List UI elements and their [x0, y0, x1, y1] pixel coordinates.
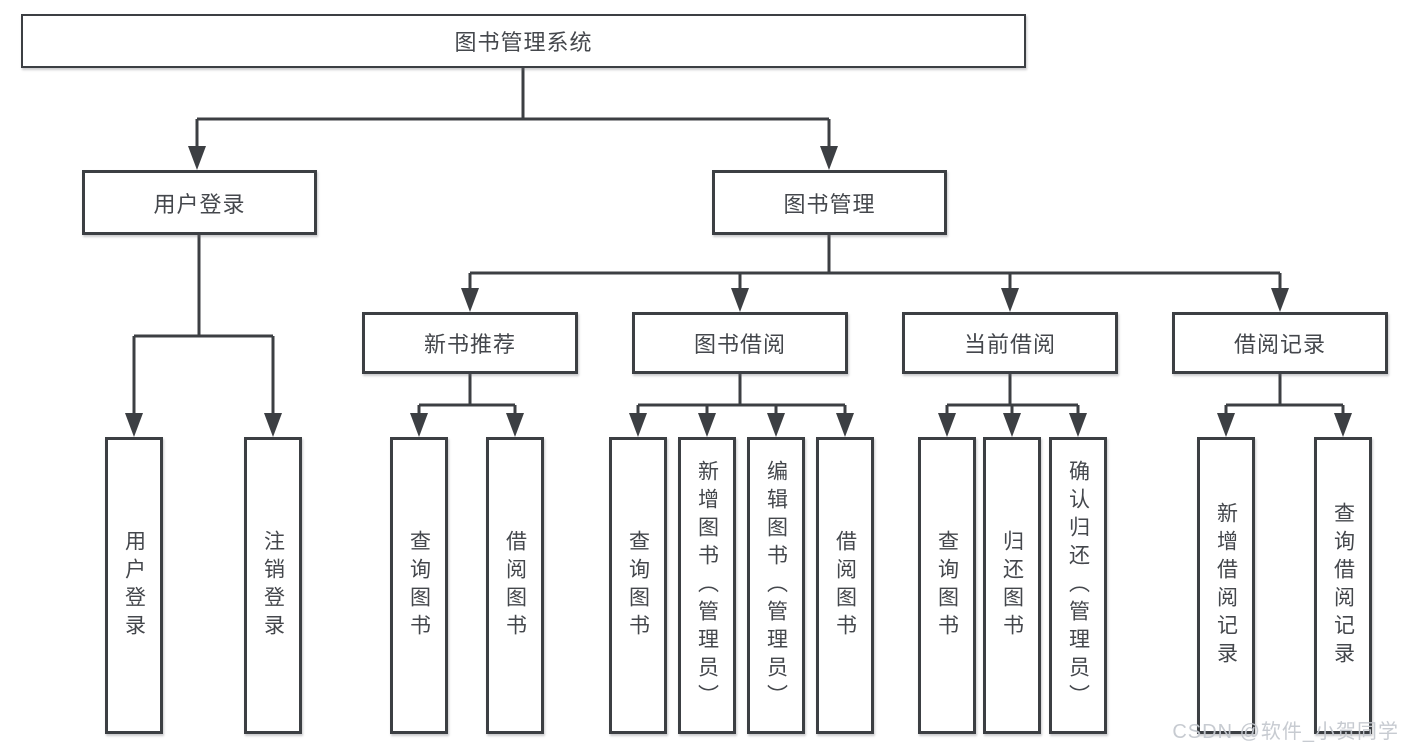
leaf-label: 确认归还（管理员）	[1066, 459, 1090, 712]
arrow-icon	[506, 413, 524, 437]
node-current-borrow: 当前借阅	[902, 312, 1118, 374]
leaf-query-books-3: 查询图书	[918, 437, 976, 734]
leaf-query-books-2: 查询图书	[609, 437, 667, 734]
arrow-icon	[1069, 413, 1087, 437]
arrow-icon	[836, 413, 854, 437]
node-root-system: 图书管理系统	[21, 14, 1026, 68]
leaf-user-login: 用户登录	[105, 437, 163, 734]
leaf-add-borrow-record: 新增借阅记录	[1197, 437, 1255, 734]
leaf-logout: 注销登录	[244, 437, 302, 734]
csdn-watermark: CSDN @软件_小贺同学	[1172, 721, 1399, 743]
arrow-icon	[1001, 288, 1019, 312]
node-user-login: 用户登录	[82, 170, 317, 235]
connector-root-to-level2	[195, 67, 831, 148]
arrow-icon	[1334, 413, 1352, 437]
leaf-label: 借阅图书	[833, 529, 857, 642]
leaf-borrow-books-1: 借阅图书	[486, 437, 544, 734]
leaf-add-books-admin: 新增图书（管理员）	[678, 437, 736, 734]
connector-current-borrow-subtree	[945, 374, 1080, 415]
arrow-icon	[767, 413, 785, 437]
arrow-icon	[264, 413, 282, 437]
arrow-icon	[820, 146, 838, 170]
leaf-return-books: 归还图书	[983, 437, 1041, 734]
node-new-book-recommend: 新书推荐	[362, 312, 578, 374]
leaf-label: 查询图书	[626, 529, 650, 642]
leaf-label: 注销登录	[261, 529, 285, 642]
arrow-icon	[938, 413, 956, 437]
connector-borrow-records-subtree	[1224, 374, 1345, 415]
connector-book-mgmt-to-level3	[468, 235, 1282, 290]
arrow-icon	[731, 288, 749, 312]
arrow-icon	[1271, 288, 1289, 312]
leaf-label: 用户登录	[122, 529, 146, 642]
leaf-label: 查询图书	[935, 529, 959, 642]
arrow-icon	[629, 413, 647, 437]
leaf-query-books-1: 查询图书	[390, 437, 448, 734]
connector-new-book-subtree	[417, 374, 517, 415]
leaf-query-borrow-record: 查询借阅记录	[1314, 437, 1372, 734]
arrow-icon	[410, 413, 428, 437]
leaf-label: 新增借阅记录	[1214, 501, 1238, 670]
leaf-label: 查询借阅记录	[1331, 501, 1355, 670]
connector-user-login-subtree	[132, 235, 275, 415]
arrow-icon	[1003, 413, 1021, 437]
leaf-label: 新增图书（管理员）	[695, 459, 719, 712]
node-borrow-records: 借阅记录	[1172, 312, 1388, 374]
arrow-icon	[1217, 413, 1235, 437]
leaf-confirm-return-admin: 确认归还（管理员）	[1049, 437, 1107, 734]
connector-book-borrow-subtree	[636, 374, 847, 415]
leaf-label: 编辑图书（管理员）	[764, 459, 788, 712]
leaf-label: 借阅图书	[503, 529, 527, 642]
arrow-icon	[461, 288, 479, 312]
arrow-icon	[698, 413, 716, 437]
arrow-icon	[125, 413, 143, 437]
node-book-borrow: 图书借阅	[632, 312, 848, 374]
leaf-label: 归还图书	[1000, 529, 1024, 642]
leaf-borrow-books-2: 借阅图书	[816, 437, 874, 734]
arrow-icon	[188, 146, 206, 170]
node-book-management: 图书管理	[712, 170, 947, 235]
leaf-edit-books-admin: 编辑图书（管理员）	[747, 437, 805, 734]
leaf-label: 查询图书	[407, 529, 431, 642]
